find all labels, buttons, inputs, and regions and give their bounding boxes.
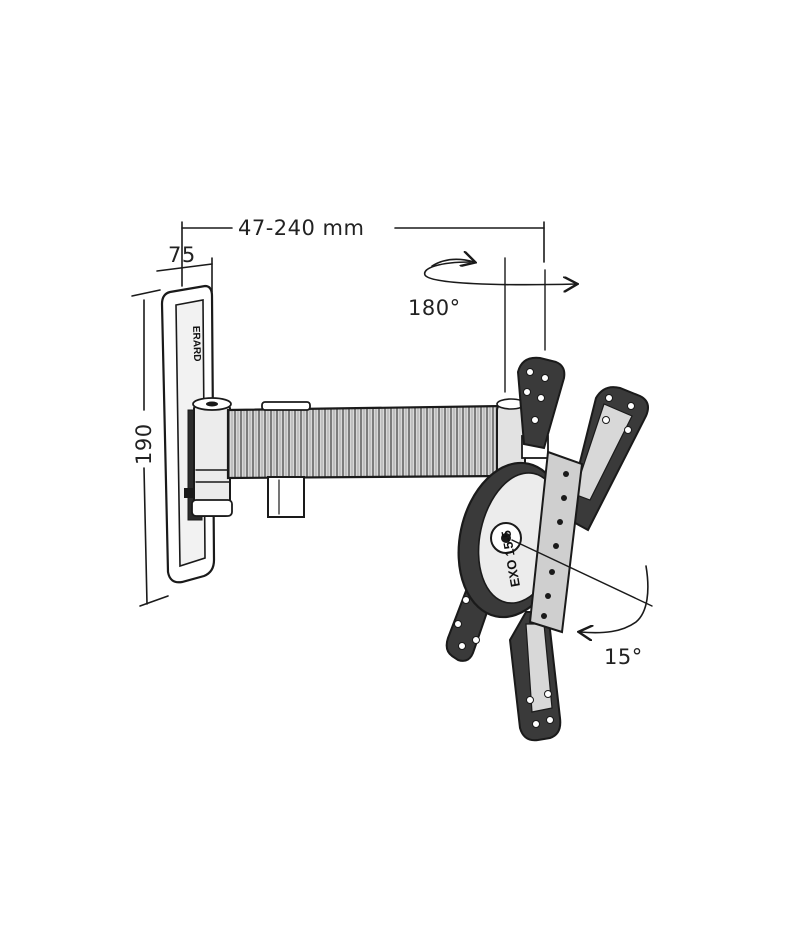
vesa-arm-top-left (516, 356, 566, 450)
swivel-indicator: 180° (408, 258, 576, 393)
swivel-angle-label: 180° (408, 296, 461, 320)
tilt-indicator: 15° (511, 539, 653, 669)
height-label: 190 (132, 423, 156, 465)
tilt-angle-label: 15° (604, 645, 643, 669)
reach-label: 47-240 mm (238, 216, 364, 240)
wall-hinge (184, 397, 233, 517)
brand-logo: ERARD (190, 326, 202, 362)
vesa-arm-top-right (564, 386, 649, 532)
vesa-center-strip (528, 450, 584, 634)
height-dimension: 190 (131, 289, 169, 607)
reach-dimension: 47-240 mm (181, 216, 545, 287)
vesa-arm-bottom-right (508, 611, 562, 742)
vesa-plate: EXO 15-5 (445, 356, 649, 742)
depth-label: 75 (168, 243, 196, 267)
depth-dimension: 75 (156, 243, 213, 293)
